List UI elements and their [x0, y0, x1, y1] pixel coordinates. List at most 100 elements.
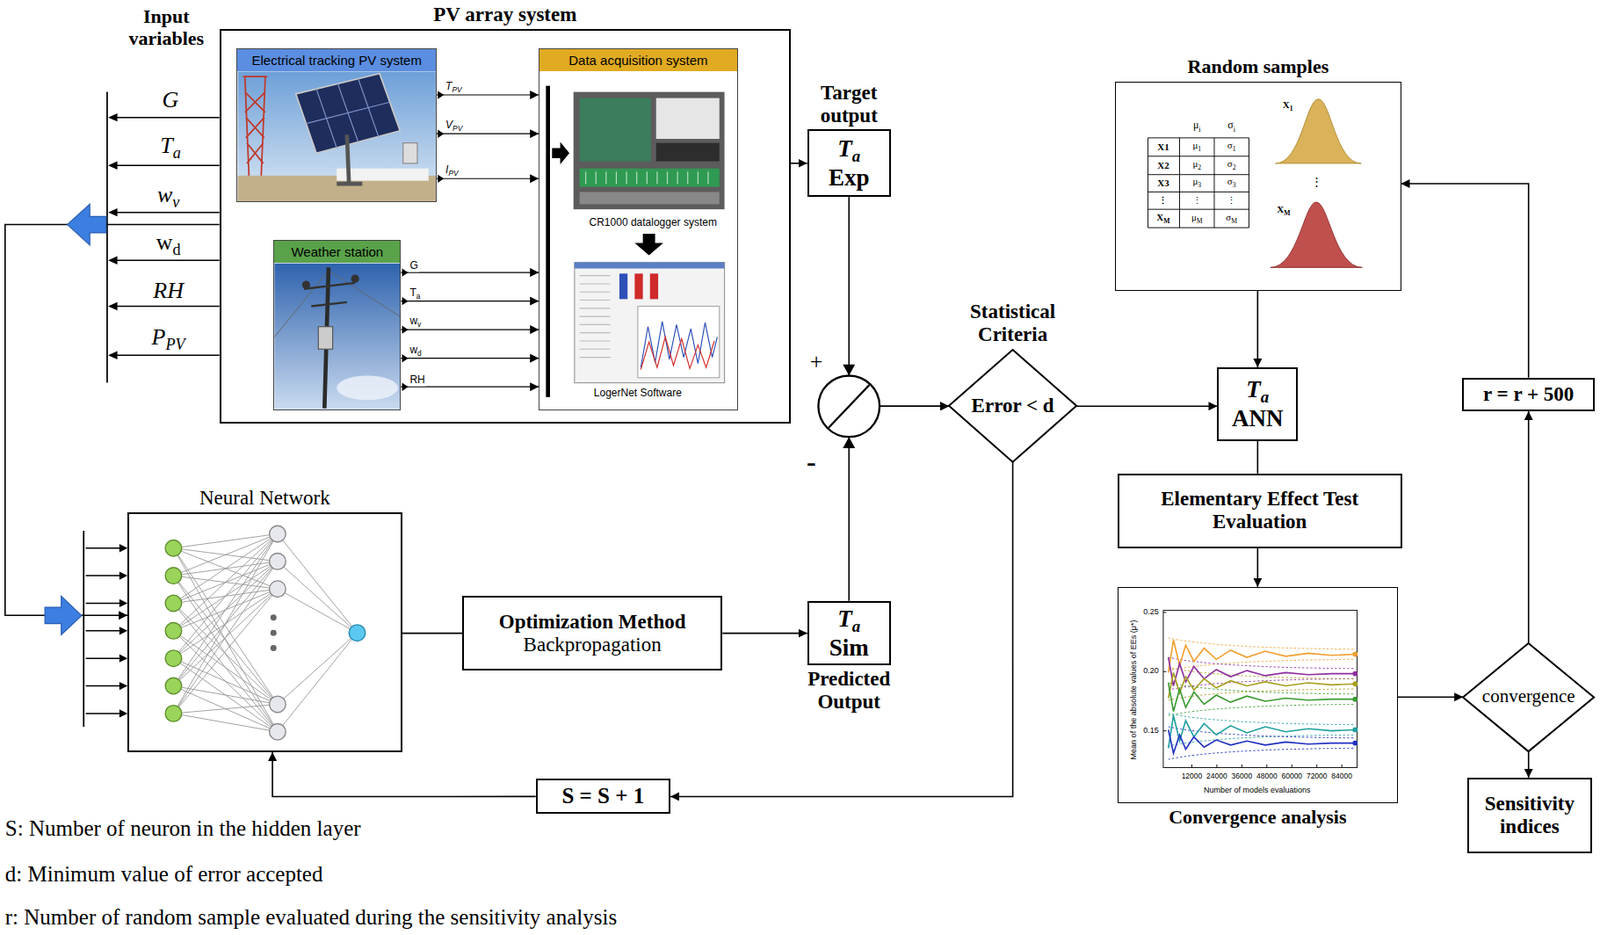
- text-run: μ: [1193, 118, 1199, 131]
- label: 72000: [1306, 772, 1328, 781]
- junction-arrowhead: [842, 436, 855, 449]
- text-run: T: [445, 79, 452, 93]
- connector: [1257, 548, 1260, 587]
- tracker-photo: [242, 76, 268, 176]
- connector: [790, 162, 808, 165]
- node-text: Error < d: [971, 394, 1055, 418]
- text-holder: Ta Sim: [809, 602, 890, 665]
- convergence-plot: [1168, 657, 1356, 687]
- text-run: T: [409, 285, 416, 298]
- neural-network-graph: [270, 614, 277, 652]
- neural-network-graph: [165, 622, 182, 640]
- port-marker: [437, 174, 444, 183]
- connector: [1257, 441, 1260, 474]
- convergence-plot: [1168, 682, 1356, 712]
- neural-network-graph: [269, 525, 287, 543]
- parameter-table: [1148, 137, 1250, 228]
- input-bus: [108, 161, 117, 170]
- text-run: PV: [165, 335, 185, 354]
- text-run: Exp: [828, 164, 870, 191]
- connector: [400, 329, 539, 331]
- edge-label: G: [408, 260, 419, 272]
- text-run: 2: [1197, 163, 1202, 172]
- datalogger-photo: [634, 233, 664, 255]
- port-marker: [402, 268, 409, 277]
- label: σ1: [1227, 139, 1237, 154]
- software-screenshot: [634, 273, 643, 299]
- text-holder: S = S + 1: [537, 780, 669, 812]
- text-run: 3: [1197, 181, 1202, 190]
- node-heading: Random samples: [1187, 56, 1330, 79]
- text-run: X: [1282, 99, 1290, 110]
- input-bus: [115, 305, 219, 308]
- weather-photo: [274, 270, 400, 337]
- text-run: PV: [452, 123, 463, 133]
- datalogger-photo: [579, 191, 720, 204]
- connector: [1527, 411, 1530, 644]
- text-run: 1: [1232, 145, 1237, 154]
- edge-label: IPV: [444, 164, 460, 178]
- label: ⋮: [1310, 175, 1323, 189]
- neural-network-graph: [165, 705, 182, 723]
- software-screenshot: [637, 306, 720, 378]
- text-holder: r = r + 500: [1463, 379, 1593, 410]
- text-run: M: [1196, 217, 1203, 225]
- diamond-outline: [1462, 643, 1594, 752]
- port-marker: [402, 383, 409, 391]
- node-text: Ta Sim: [829, 606, 869, 661]
- network-input-bus: [119, 681, 128, 690]
- port-marker: [437, 90, 444, 99]
- text-run: v: [172, 193, 180, 211]
- decision-diamond: convergence: [1462, 643, 1594, 752]
- text-run: σ: [1225, 211, 1231, 223]
- port-marker: [402, 296, 409, 305]
- text-run: PV: [451, 85, 462, 95]
- histogram: [1275, 99, 1362, 164]
- label: 60000: [1281, 772, 1303, 781]
- label: σi: [1227, 119, 1236, 134]
- process-box: Ta ANN: [1216, 367, 1298, 442]
- connector: [436, 94, 539, 95]
- neural-network-graph: [270, 629, 277, 637]
- label: XM: [1276, 204, 1290, 219]
- datalogger-photo: [545, 86, 724, 398]
- text-run: w: [409, 314, 418, 327]
- label: Mean of the absolute values of EEs (μ*): [1129, 620, 1139, 761]
- convergence-plot: [1168, 639, 1356, 753]
- node-heading: Statistical Criteria: [957, 300, 1068, 347]
- text-run: μ: [1192, 139, 1198, 151]
- text-run: M: [1163, 217, 1170, 225]
- text-holder: convergence: [1462, 643, 1594, 752]
- convergence-plot: [1352, 740, 1358, 746]
- convergence-plot: [1168, 637, 1356, 760]
- label: PPV: [152, 325, 186, 352]
- process-box: r = r + 500: [1462, 377, 1595, 412]
- text-run: 1: [1289, 104, 1294, 113]
- tracker-photo: [238, 71, 436, 201]
- node-text: r = r + 500: [1483, 383, 1574, 406]
- neural-network-graph: [269, 580, 287, 598]
- input-bus: [108, 208, 117, 217]
- neural-network-graph: [269, 723, 287, 740]
- label: σ2: [1227, 158, 1237, 173]
- network-input-bus: [83, 530, 128, 727]
- neural-network-graph: [269, 695, 287, 713]
- neural-network-graph: [165, 567, 182, 585]
- network-input-bus: [119, 571, 128, 580]
- edge-label: VPV: [444, 119, 464, 133]
- decision-diamond: Statistical CriteriaError < d: [948, 349, 1077, 463]
- network-input-bus: [86, 548, 121, 714]
- summing-junction: [818, 375, 880, 437]
- connector: [1401, 183, 1529, 378]
- label: μ3: [1192, 176, 1202, 191]
- edge-label: TPV: [444, 80, 464, 95]
- node-text: S = S + 1: [561, 783, 645, 809]
- text-run: T: [1245, 376, 1261, 403]
- node-text: Ta Exp: [828, 136, 870, 191]
- label: RH: [152, 279, 184, 303]
- neural-network-graph: [269, 553, 287, 571]
- node-text: Backpropagation: [523, 633, 662, 657]
- software-screenshot: [574, 262, 725, 384]
